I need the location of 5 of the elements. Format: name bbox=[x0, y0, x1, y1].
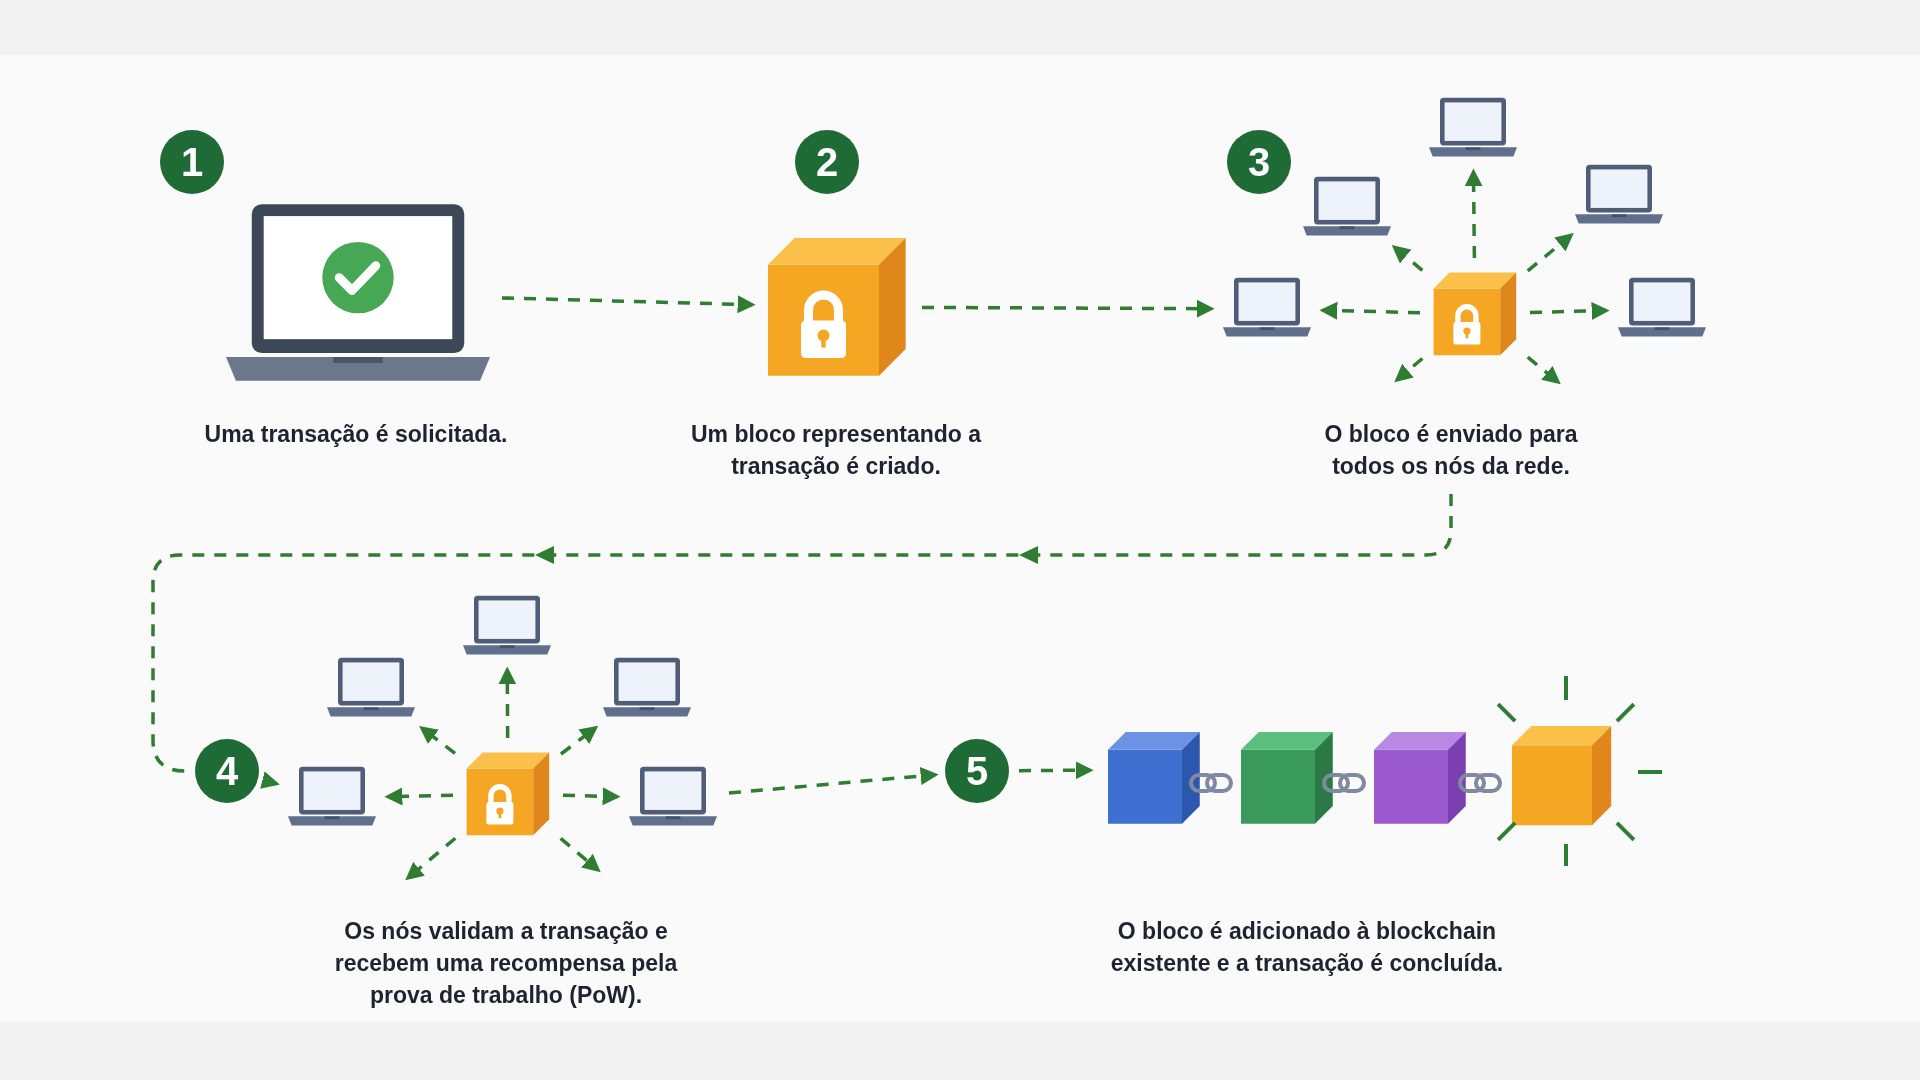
caption-text: O bloco é adicionado à blockchain existente e a transação é concluída. bbox=[1109, 917, 1505, 978]
caption-text: Uma transação é solicitada. bbox=[203, 420, 509, 449]
caption-text: Os nós validam a transação e recebem uma recompensa pela prova de trabalho (PoW). bbox=[333, 917, 679, 1010]
caption-text: O bloco é enviado para todos os nós da rede. bbox=[1323, 420, 1579, 481]
caption-text: Um bloco representando a transação é criado. bbox=[689, 420, 983, 481]
